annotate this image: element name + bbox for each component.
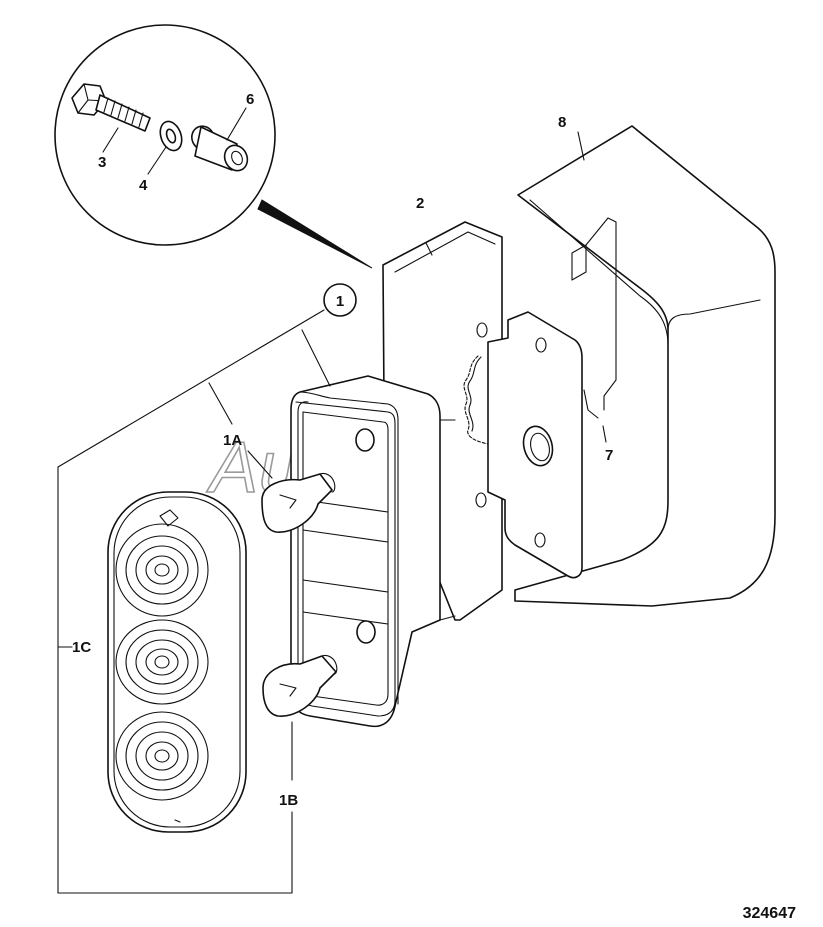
leader-3 [102,127,119,153]
item-1-callout-circle [323,283,357,317]
bulb-top-icon [261,472,336,533]
detail-inset [54,24,373,269]
lamp-body [261,375,456,728]
label-7: 7 [605,447,613,464]
detail-pointer [257,199,373,269]
spacer-icon [191,125,249,172]
leader-6 [226,107,247,141]
label-1A: 1A [223,432,242,449]
detail-circle [54,24,276,246]
bolt-icon [71,83,151,132]
reference-number: 324647 [743,905,796,922]
label-1B: 1B [279,792,298,809]
lamp-lens [107,491,247,833]
lens-segment-top [115,523,209,617]
group-bracket [57,131,607,894]
mounting-plate [463,311,583,579]
label-3: 3 [98,154,106,171]
label-4: 4 [139,177,148,194]
washer-icon [159,120,183,152]
lens-segment-bottom [115,711,209,801]
label-6: 6 [246,91,254,108]
label-2: 2 [416,195,424,212]
bulb-bottom-icon [262,654,338,717]
leader-4 [147,146,167,175]
lens-segment-middle [115,619,209,705]
label-1C: 1C [72,639,91,656]
label-1: 1 [336,293,344,310]
guard-bracket [514,125,776,607]
label-8: 8 [558,114,566,131]
